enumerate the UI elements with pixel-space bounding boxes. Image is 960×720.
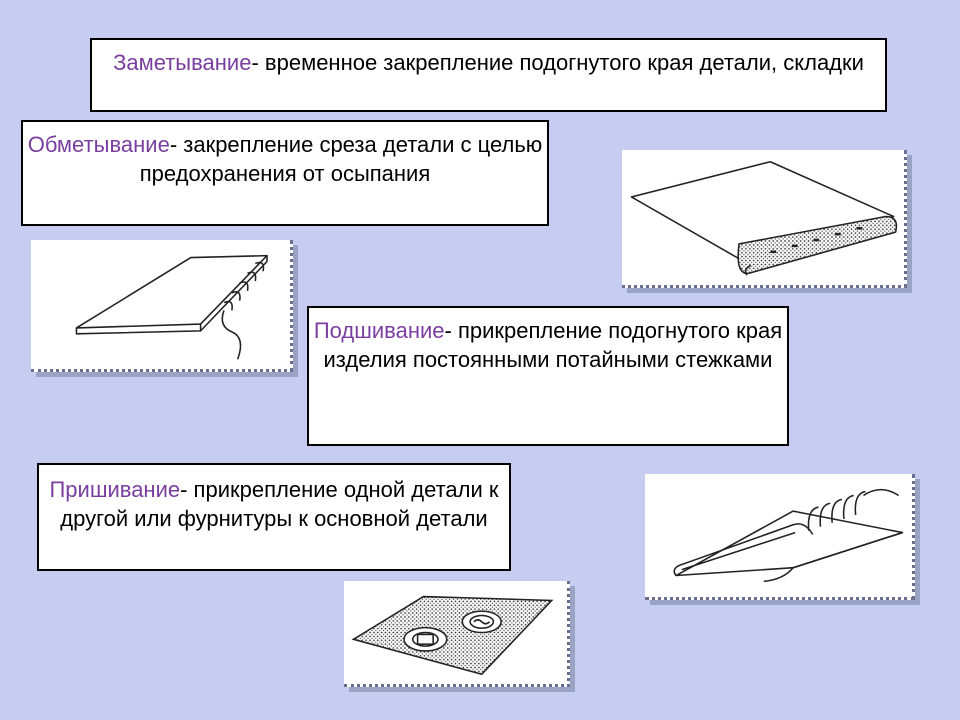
- overcast-stitch-icon: [75, 254, 268, 360]
- definition-hemming: Подшивание- прикрепление подогнутого кра…: [307, 306, 789, 446]
- definition-text-overcasting: - закрепление среза детали с целью предо…: [139, 132, 543, 186]
- hem-stitch-icon: [673, 488, 904, 583]
- basting-illustration: [622, 150, 907, 288]
- definition-text-sewing-on: - прикрепление одной детали к другой или…: [60, 477, 499, 531]
- overcasting-illustration: [31, 240, 293, 372]
- definition-text-basting: - временное закрепление подогнутого края…: [251, 50, 864, 75]
- folded-edge-icon: [630, 160, 898, 276]
- definition-overcasting: Обметывание- закрепление среза детали с …: [21, 120, 549, 226]
- term-basting: Заметывание: [113, 50, 252, 75]
- term-overcasting: Обметывание: [27, 132, 170, 157]
- hemming-illustration: [645, 474, 915, 600]
- definition-basting: Заметывание- временное закрепление подог…: [90, 38, 887, 112]
- sewing-on-illustration: [344, 581, 570, 687]
- term-sewing-on: Пришивание: [49, 477, 181, 502]
- button-on-fabric-icon: [351, 595, 554, 676]
- definition-text-hemming: - прикрепление подогнутого края изделия …: [323, 318, 783, 372]
- term-hemming: Подшивание: [313, 318, 445, 343]
- definition-sewing-on: Пришивание- прикрепление одной детали к …: [37, 463, 511, 571]
